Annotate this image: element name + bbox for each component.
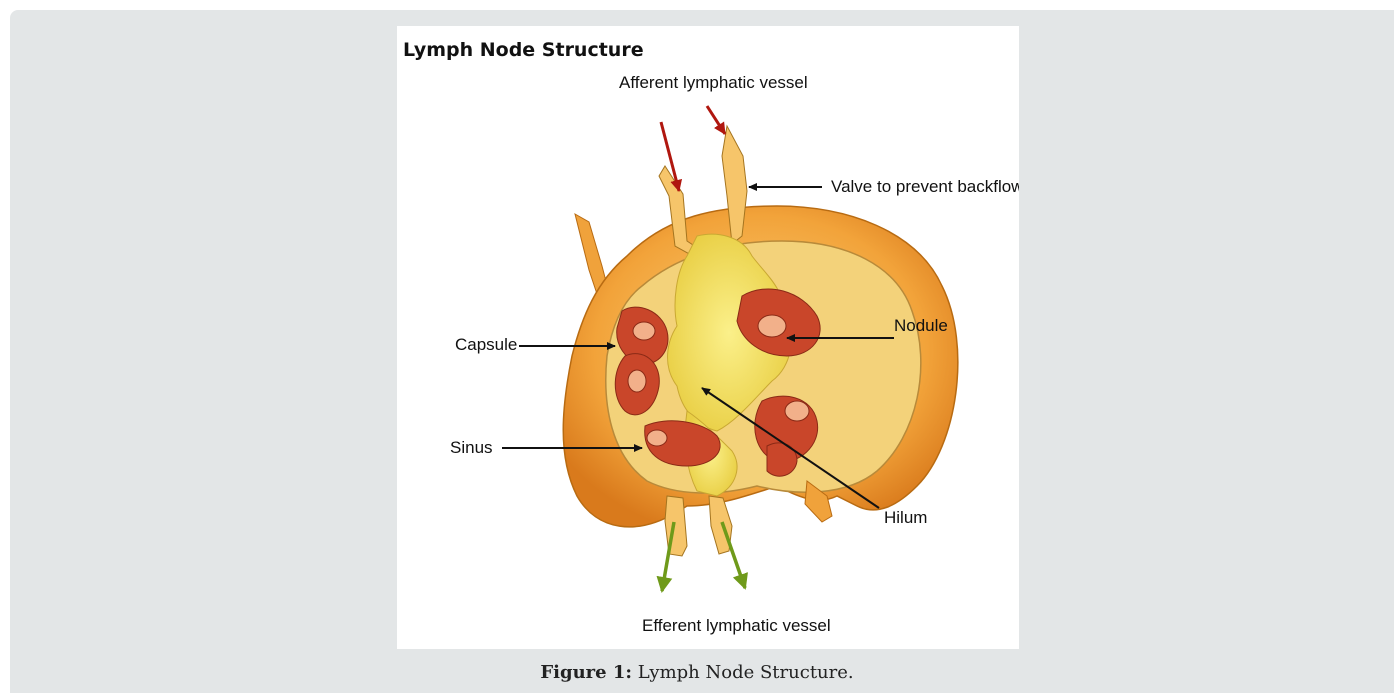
label-hilum: Hilum	[884, 508, 927, 527]
label-valve: Valve to prevent backflow	[831, 177, 1019, 196]
diagram-title: Lymph Node Structure	[403, 39, 644, 61]
lymph-node-figure: Lymph Node Structure	[397, 26, 1019, 649]
afferent-arrow-right	[707, 106, 725, 134]
label-sinus: Sinus	[450, 438, 493, 457]
caption-label: Figure 1:	[540, 662, 632, 683]
label-afferent: Afferent lymphatic vessel	[619, 73, 808, 92]
caption-text: Lymph Node Structure.	[638, 662, 854, 683]
figure-caption: Figure 1: Lymph Node Structure.	[0, 662, 1394, 683]
efferent-arrow-right	[722, 522, 745, 588]
label-efferent: Efferent lymphatic vessel	[642, 616, 831, 635]
label-capsule: Capsule	[455, 335, 517, 354]
lymph-node-diagram: Lymph Node Structure	[397, 26, 1019, 649]
label-nodule: Nodule	[894, 316, 948, 335]
